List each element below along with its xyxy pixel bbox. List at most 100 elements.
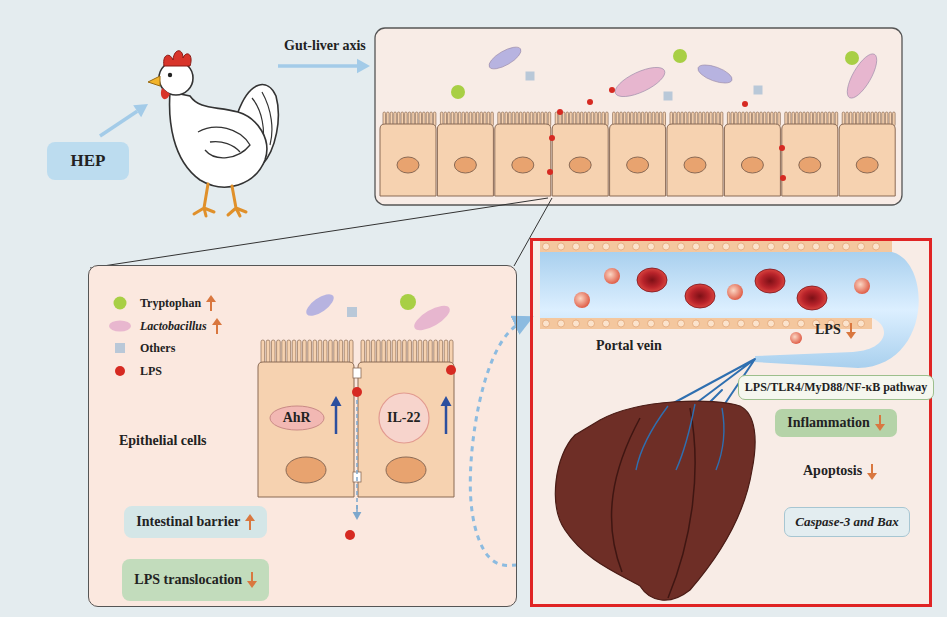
- panel-fill: [530, 238, 932, 607]
- arrow-head: [357, 59, 370, 73]
- chicken-wing: [198, 127, 250, 158]
- ellipse-shape: [270, 406, 324, 430]
- process-box: LPS/TLR4/MyD88/NF-κB pathway: [738, 375, 934, 400]
- microvillus: [261, 340, 265, 364]
- intestine-panel: [90, 28, 902, 268]
- lps-dot: [609, 87, 615, 93]
- zoom-panel-art: [88, 265, 517, 607]
- wall-cell: [858, 320, 865, 327]
- microvillus: [277, 340, 281, 364]
- portal-vein-lumen: [540, 252, 919, 368]
- red-blood-cell: [755, 269, 785, 293]
- cell-nucleus: [856, 157, 878, 173]
- lps-dot: [352, 387, 362, 397]
- tryptophan-dot: [400, 294, 416, 310]
- epithelial-cell: [724, 124, 780, 196]
- wall-cell: [858, 243, 865, 250]
- panel-region: Portal veinLPSApoptosisLPS/TLR4/MyD88/NF…: [530, 238, 932, 607]
- arrow-head: [875, 424, 885, 431]
- arrow-shaft: [278, 64, 357, 68]
- arrow-shaft: [879, 415, 881, 424]
- arrow-head: [846, 332, 856, 339]
- chicken-beak: [148, 76, 160, 86]
- microvillus: [303, 340, 307, 364]
- microvillus: [423, 340, 427, 364]
- legend-text: Tryptophan: [140, 296, 201, 311]
- zoom-lines: [90, 198, 552, 268]
- vein-wall: [540, 241, 892, 252]
- wall-cell: [633, 243, 640, 250]
- microvillus: [308, 340, 312, 364]
- wall-cell: [648, 320, 655, 327]
- chicken-eye: [168, 73, 172, 77]
- microvillus: [318, 340, 322, 364]
- epithelial-cell: [495, 124, 551, 196]
- lps-dot: [587, 99, 593, 105]
- lps-particle: [604, 268, 620, 284]
- panel-text-wrap: Epithelial cells: [119, 433, 207, 449]
- wall-cell: [633, 320, 640, 327]
- panel-fill: [88, 265, 517, 607]
- red-blood-cell: [797, 286, 827, 310]
- microvillus: [377, 340, 381, 364]
- wall-cell: [783, 243, 790, 250]
- wall-cell: [543, 320, 550, 327]
- wall-cell: [663, 320, 670, 327]
- legend-text: Others: [140, 341, 175, 356]
- bacterium: [842, 50, 883, 102]
- legend-text: Lactobacillus: [140, 319, 207, 334]
- wall-cell: [738, 320, 745, 327]
- wall-cell: [558, 320, 565, 327]
- microvillus: [387, 340, 391, 364]
- microvillus: [548, 112, 551, 126]
- microvillus: [429, 340, 433, 364]
- tryptophan-dot: [673, 49, 687, 63]
- arrow-shaft: [216, 325, 218, 334]
- process-box: Intestinal barrier: [124, 506, 267, 538]
- cell-nucleus: [741, 157, 763, 173]
- process-box: HEP: [47, 142, 130, 180]
- lps-dot: [549, 135, 555, 141]
- epithelial-cell: [667, 124, 723, 196]
- legend-item: Lactobacillus: [108, 317, 222, 335]
- microvillus: [323, 340, 327, 364]
- arrow-head: [867, 473, 877, 480]
- wall-cell: [723, 320, 730, 327]
- microvillus: [663, 112, 666, 126]
- microvillus: [418, 340, 422, 364]
- chicken-body: [170, 92, 267, 187]
- receptor-ellipse: AhR: [269, 405, 325, 431]
- cell-nucleus: [512, 157, 534, 173]
- vein-branches: [636, 404, 724, 470]
- panel-label: Epithelial cells: [119, 433, 207, 448]
- wall-cell: [753, 320, 760, 327]
- wall-cell: [708, 243, 715, 250]
- microvillus: [893, 112, 896, 126]
- epithelial-cell: [782, 124, 838, 196]
- wall-cell: [738, 243, 745, 250]
- legend-item: LPS: [108, 363, 162, 379]
- arrow-shaft: [100, 111, 137, 136]
- epithelial-cell: [552, 124, 608, 196]
- panel-frame: [375, 28, 902, 205]
- wall-cell: [798, 243, 805, 250]
- wall-cell: [603, 243, 610, 250]
- microvillus: [313, 340, 317, 364]
- arrow-shaft: [871, 464, 873, 473]
- microvillus: [444, 340, 448, 364]
- tight-junction: [353, 368, 361, 378]
- legend-swatch: [108, 318, 132, 334]
- microvillus: [334, 340, 338, 364]
- microvillus: [433, 112, 436, 126]
- microvillus: [361, 340, 365, 364]
- arrow-head: [133, 104, 148, 117]
- lps-particle: [574, 292, 590, 308]
- legend-swatch: [108, 363, 132, 379]
- red-blood-cell: [637, 268, 667, 292]
- wall-cell: [693, 320, 700, 327]
- wall-cell: [783, 320, 790, 327]
- swatch-shape: [109, 321, 131, 332]
- legend-swatch: [108, 340, 132, 356]
- bacterium: [303, 290, 337, 320]
- wall-cell: [603, 320, 610, 327]
